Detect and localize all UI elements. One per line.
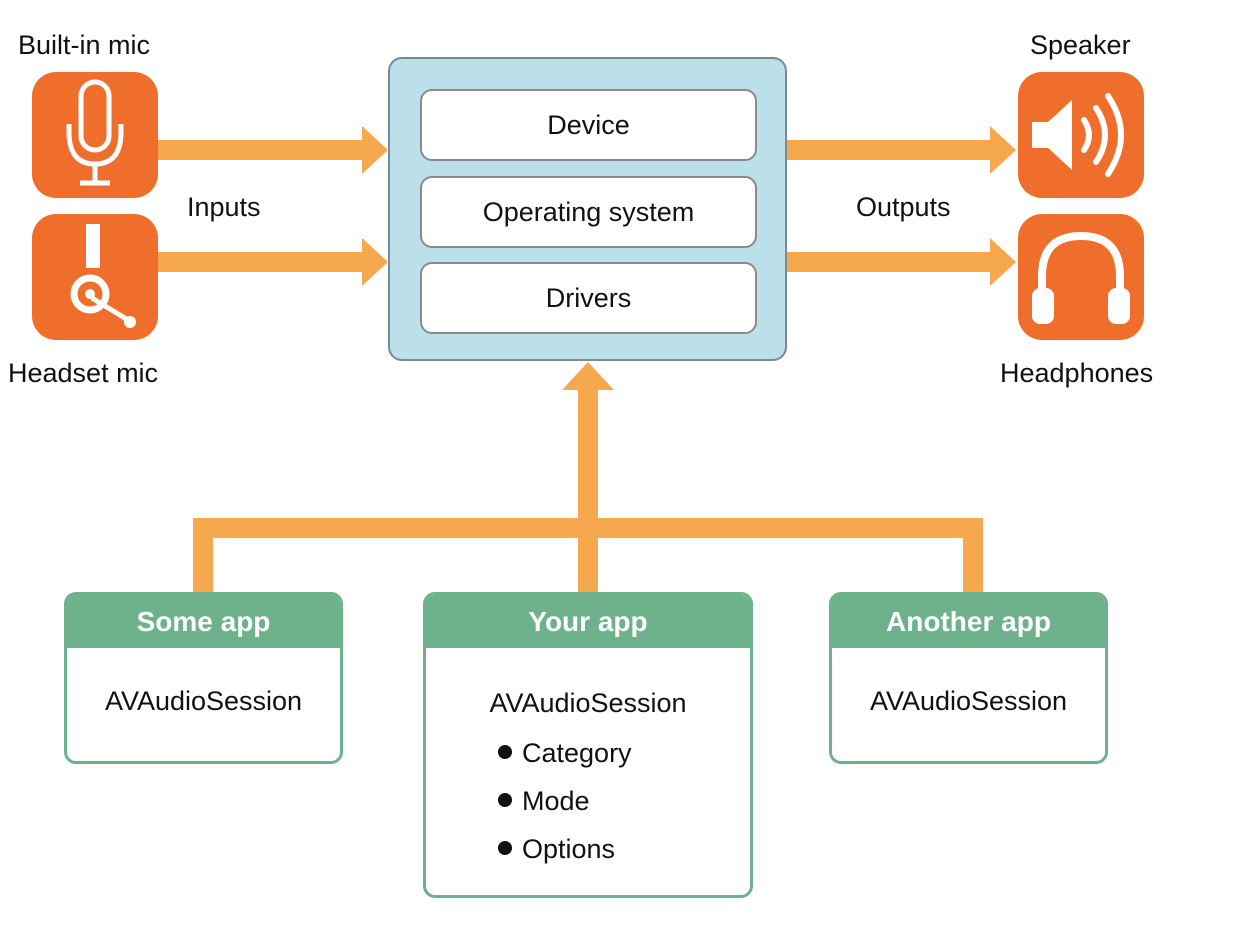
- inputs-label: Inputs: [187, 192, 261, 222]
- app-card-your-app: Your app AVAudioSession Category Mode Op…: [423, 592, 753, 898]
- speaker-label: Speaker: [1030, 30, 1131, 60]
- app-connector-tree: [193, 362, 983, 594]
- app-title: Your app: [426, 595, 750, 648]
- property-label: Category: [522, 738, 632, 768]
- speaker-icon: [1018, 72, 1144, 198]
- app-session: AVAudioSession: [489, 688, 687, 718]
- output-arrow-headphones: [787, 238, 1016, 286]
- bullet-icon: [498, 745, 512, 759]
- input-arrow-builtin-mic: [158, 126, 388, 174]
- bullet-icon: [498, 793, 512, 807]
- headset-mic-label: Headset mic: [8, 358, 159, 388]
- input-arrow-headset-mic: [158, 238, 388, 286]
- app-session: AVAudioSession: [869, 686, 1068, 716]
- app-card-some-app: Some app AVAudioSession: [64, 592, 343, 764]
- app-session: AVAudioSession: [104, 686, 303, 716]
- property-label: Mode: [522, 786, 590, 816]
- session-properties-list: Category Mode Options: [498, 729, 750, 873]
- layer-drivers: Drivers: [420, 262, 757, 334]
- bullet-icon: [498, 841, 512, 855]
- list-item: Category: [498, 729, 750, 777]
- app-title: Some app: [67, 595, 340, 648]
- output-arrow-speaker: [787, 126, 1016, 174]
- headphones-label: Headphones: [1000, 358, 1154, 388]
- list-item: Options: [498, 825, 750, 873]
- microphone-icon: [32, 72, 158, 198]
- app-card-another-app: Another app AVAudioSession: [829, 592, 1108, 764]
- builtin-mic-label: Built-in mic: [18, 30, 151, 60]
- app-title: Another app: [832, 595, 1105, 648]
- headset-mic-icon: [32, 214, 158, 340]
- layer-operating-system: Operating system: [420, 176, 757, 248]
- outputs-label: Outputs: [856, 192, 951, 222]
- headphones-icon: [1018, 214, 1144, 340]
- system-hub: Device Operating system Drivers: [388, 57, 787, 361]
- layer-device: Device: [420, 89, 757, 161]
- list-item: Mode: [498, 777, 750, 825]
- property-label: Options: [522, 834, 616, 864]
